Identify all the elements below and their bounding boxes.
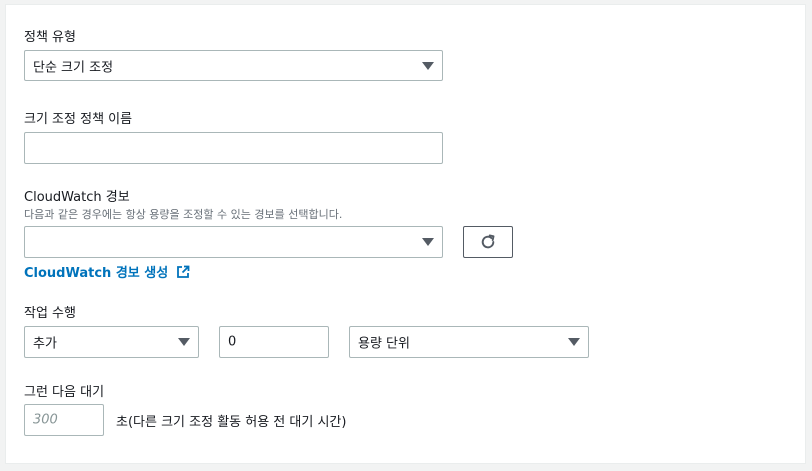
cooldown-suffix-text: 초(다른 크기 조정 활동 허용 전 대기 시간) xyxy=(116,415,347,430)
policy-name-label: 크기 조정 정책 이름 xyxy=(24,112,133,127)
action-unit-value: 용량 단위 xyxy=(358,336,410,352)
create-alarm-link-label: CloudWatch 경보 생성 xyxy=(24,266,169,281)
chevron-down-icon xyxy=(568,338,580,346)
action-amount-input[interactable]: 0 xyxy=(219,326,329,358)
cloudwatch-alarm-select[interactable] xyxy=(24,226,443,258)
take-action-label: 작업 수행 xyxy=(24,306,76,321)
policy-type-value: 단순 크기 조정 xyxy=(33,60,114,75)
cooldown-label: 그런 다음 대기 xyxy=(24,385,105,400)
refresh-icon xyxy=(481,234,495,249)
chevron-down-icon xyxy=(178,338,190,346)
cooldown-placeholder: 300 xyxy=(33,412,58,428)
policy-type-label: 정책 유형 xyxy=(24,30,76,45)
create-cloudwatch-alarm-link[interactable]: CloudWatch 경보 생성 xyxy=(24,262,190,281)
refresh-alarms-button[interactable] xyxy=(463,226,513,258)
policy-name-input[interactable] xyxy=(24,132,443,164)
action-operation-value: 추가 xyxy=(33,336,57,352)
chevron-down-icon xyxy=(422,238,434,246)
action-operation-select[interactable]: 추가 xyxy=(24,326,199,358)
cloudwatch-alarm-description: 다음과 같은 경우에는 항상 용량을 조정할 수 있는 경보를 선택합니다. xyxy=(24,208,343,221)
policy-type-select[interactable]: 단순 크기 조정 xyxy=(24,50,443,81)
cloudwatch-alarm-label: CloudWatch 경보 xyxy=(24,190,130,205)
external-link-icon xyxy=(176,265,190,278)
cooldown-seconds-input[interactable]: 300 xyxy=(24,404,104,436)
chevron-down-icon xyxy=(422,61,434,70)
action-amount-value: 0 xyxy=(228,334,237,350)
action-unit-select[interactable]: 용량 단위 xyxy=(349,326,589,358)
